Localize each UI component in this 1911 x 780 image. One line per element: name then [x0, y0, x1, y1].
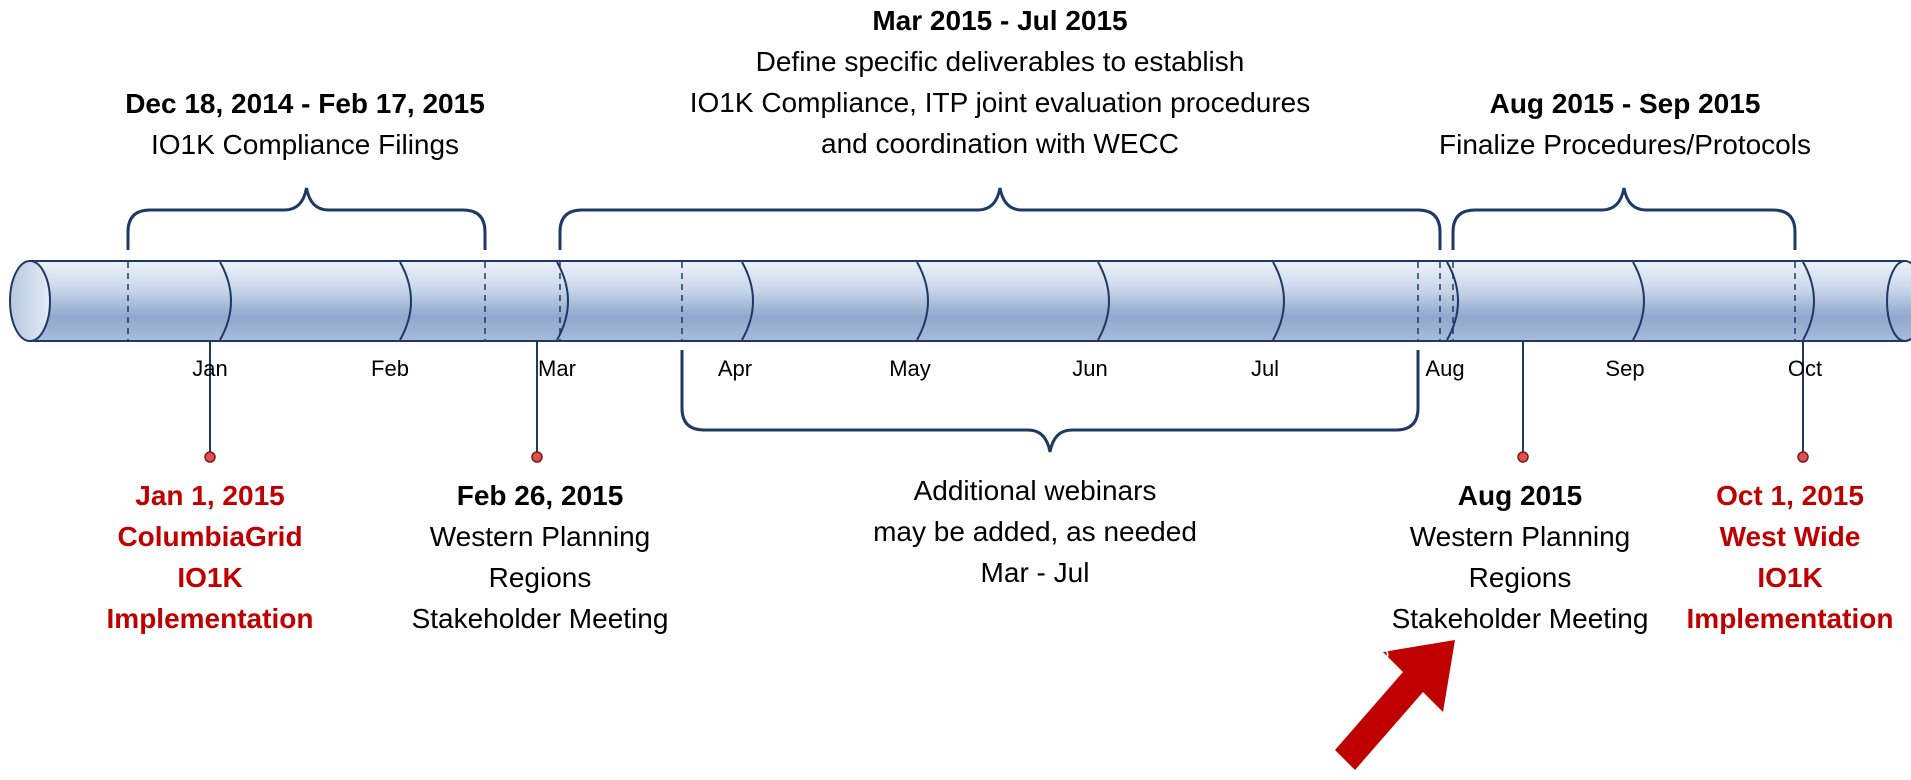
month-tick-label: Jan: [192, 356, 228, 381]
event-pin-dot: [204, 451, 216, 463]
event-line: IO1K: [177, 562, 243, 593]
event-date: Jan 1, 2015: [135, 480, 285, 511]
phase-title: Aug 2015 - Sep 2015: [1489, 88, 1761, 119]
phase-title: Mar 2015 - Jul 2015: [872, 5, 1128, 36]
event-line: Regions: [1468, 562, 1572, 593]
brace-webinars: [680, 350, 1420, 453]
month-segment-arc: [1802, 261, 1815, 341]
phase-desc: Finalize Procedures/Protocols: [1439, 129, 1811, 160]
phase-label-3: Aug 2015 - Sep 2015 Finalize Procedures/…: [1395, 83, 1855, 165]
event-line: may be added, as needed: [873, 516, 1197, 547]
month-segment-arc: [916, 261, 929, 341]
today-arrow-icon: [1335, 640, 1455, 770]
month-tick-label: Mar: [538, 356, 576, 381]
event-label-webinars: Additional webinars may be added, as nee…: [835, 470, 1235, 593]
event-label-feb-meeting: Feb 26, 2015 Western Planning Regions St…: [385, 475, 695, 639]
event-line: Mar - Jul: [980, 557, 1090, 588]
phase-label-1: Dec 18, 2014 - Feb 17, 2015 IO1K Complia…: [95, 83, 515, 165]
event-date: Feb 26, 2015: [456, 480, 624, 511]
month-tick-label: Oct: [1787, 356, 1823, 381]
brace-phase-1: [126, 187, 487, 250]
phase-desc: and coordination with WECC: [821, 128, 1179, 159]
event-line: ColumbiaGrid: [117, 521, 303, 552]
event-line: Western Planning: [1409, 521, 1631, 552]
month-tick-label: Apr: [717, 356, 753, 381]
event-line: Western Planning: [429, 521, 651, 552]
phase-braces: [126, 187, 1797, 453]
month-tick-label: Sep: [1605, 356, 1645, 381]
month-segment-arc: [1272, 261, 1285, 341]
event-label-west-wide: Oct 1, 2015 West Wide IO1K Implementatio…: [1670, 475, 1910, 639]
event-date: Oct 1, 2015: [1716, 480, 1864, 511]
month-segment-arc: [1632, 261, 1645, 341]
pipe-body: [9, 260, 1911, 342]
month-tick-label: Aug: [1425, 356, 1465, 381]
event-date: Aug 2015: [1457, 480, 1583, 511]
phase-desc: IO1K Compliance Filings: [150, 129, 460, 160]
month-segment-arc: [741, 261, 754, 341]
month-segment-arc: [1446, 261, 1459, 341]
event-label-aug-meeting: Aug 2015 Western Planning Regions Stakeh…: [1365, 475, 1675, 639]
month-tick-label: Jul: [1250, 356, 1280, 381]
event-pin-dot: [531, 451, 543, 463]
event-line: Implementation: [106, 603, 314, 634]
event-line: Regions: [488, 562, 592, 593]
month-segment-arc: [399, 261, 412, 341]
event-label-columbiagrid: Jan 1, 2015 ColumbiaGrid IO1K Implementa…: [75, 475, 345, 639]
event-pin-dot: [1797, 451, 1809, 463]
event-line: Additional webinars: [913, 475, 1157, 506]
timeline-diagram: Jan Feb Mar Apr May Jun Jul Aug Sep Oct Dec 18, 2…: [9, 0, 1911, 770]
brace-phase-2: [558, 187, 1442, 250]
event-line: Implementation: [1686, 603, 1894, 634]
phase-desc: IO1K Compliance, ITP joint evaluation pr…: [689, 87, 1311, 118]
event-line: Stakeholder Meeting: [1391, 603, 1649, 634]
timeline-pipe-graphic: [9, 187, 1911, 463]
month-segment-arc: [219, 261, 232, 341]
month-tick-label: May: [889, 356, 931, 381]
event-pins: [204, 340, 1809, 463]
month-segment-arc: [556, 261, 569, 341]
event-line: West Wide: [1719, 521, 1861, 552]
event-line: Stakeholder Meeting: [411, 603, 669, 634]
event-line: IO1K: [1757, 562, 1823, 593]
month-tick-label: Jun: [1072, 356, 1108, 381]
month-segment-arcs: [219, 261, 1815, 341]
month-segment-arc: [1097, 261, 1110, 341]
phase-desc: Define specific deliverables to establis…: [755, 46, 1245, 77]
event-pin-dot: [1517, 451, 1529, 463]
phase-label-2: Mar 2015 - Jul 2015 Define specific deli…: [640, 0, 1360, 164]
month-tick-label: Feb: [371, 356, 409, 381]
brace-phase-3: [1451, 187, 1797, 250]
phase-title: Dec 18, 2014 - Feb 17, 2015: [125, 88, 485, 119]
phase-boundary-dashes: [127, 262, 1796, 340]
